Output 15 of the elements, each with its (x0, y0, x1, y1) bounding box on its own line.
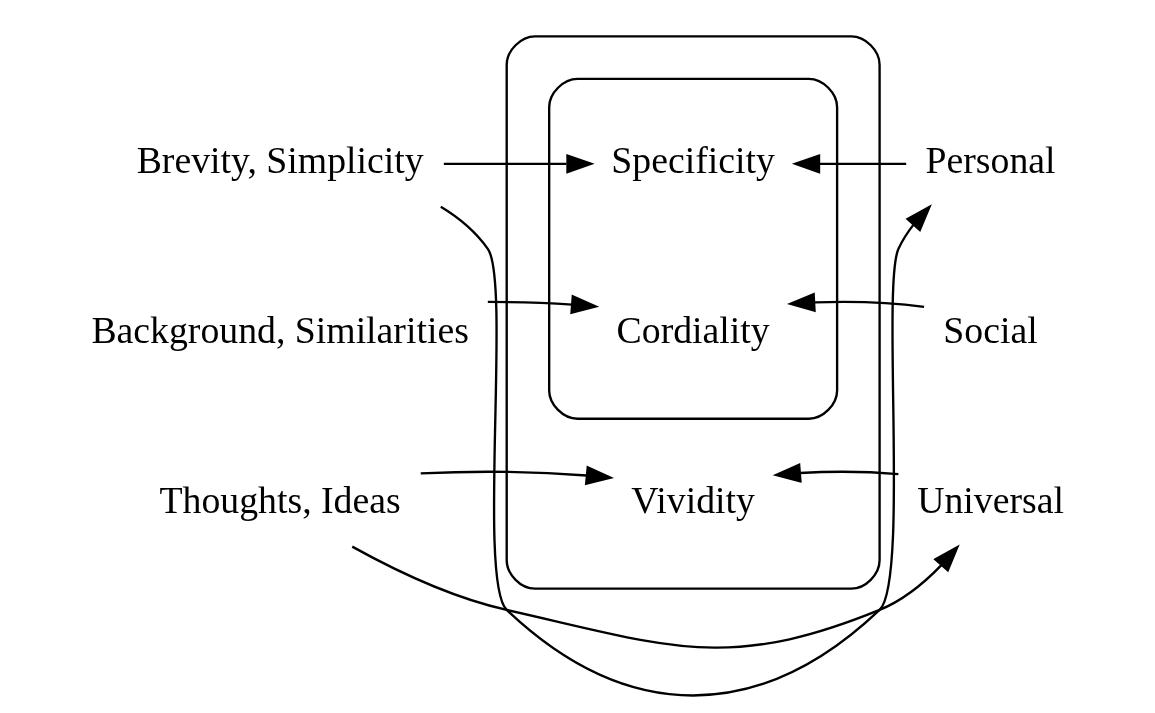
arrow (791, 153, 907, 174)
arrow (487, 294, 600, 315)
arrow (786, 292, 925, 313)
node-text: Thoughts, Ideas (159, 478, 401, 521)
arrow (420, 465, 615, 486)
node-text: Personal (925, 138, 1056, 181)
node-text: Specificity (611, 138, 775, 181)
node-text: Social (943, 308, 1038, 351)
arrow (772, 463, 899, 483)
node-text: Universal (917, 478, 1064, 521)
arrow (443, 153, 595, 174)
arrow (351, 544, 960, 649)
arrow (440, 204, 932, 697)
node-text: Brevity, Simplicity (136, 138, 424, 181)
node-text: Background, Similarities (91, 308, 469, 351)
